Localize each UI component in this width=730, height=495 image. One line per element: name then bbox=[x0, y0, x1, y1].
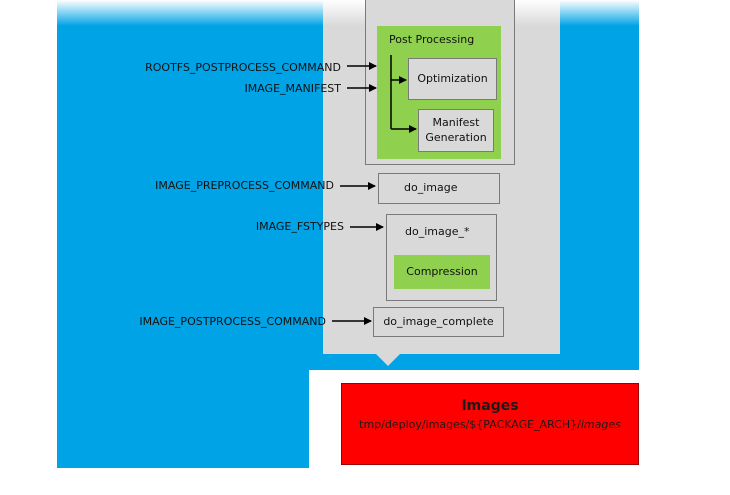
image-preprocess-command-label: IMAGE_PREPROCESS_COMMAND bbox=[155, 179, 334, 192]
optimization-box: Optimization bbox=[408, 58, 497, 100]
do-image-label: do_image bbox=[404, 181, 458, 194]
manifest-label-line1: Manifest bbox=[432, 115, 480, 129]
images-path: tmp/deploy/images/${PACKAGE_ARCH}/images bbox=[342, 418, 638, 431]
compression-box: Compression bbox=[394, 255, 490, 289]
manifest-label-line2: Generation bbox=[425, 130, 487, 144]
image-postprocess-command-label: IMAGE_POSTPROCESS_COMMAND bbox=[139, 315, 326, 328]
image-manifest-label: IMAGE_MANIFEST bbox=[244, 82, 341, 95]
manifest-generation-box: Manifest Generation bbox=[418, 109, 494, 152]
images-path-prefix: tmp/deploy/images/${PACKAGE_ARCH}/ bbox=[359, 418, 581, 431]
compression-label: Compression bbox=[406, 264, 478, 278]
do-image-complete-box: do_image_complete bbox=[373, 307, 504, 337]
rootfs-postprocess-command-label: ROOTFS_POSTPROCESS_COMMAND bbox=[145, 61, 341, 74]
image-fstypes-label: IMAGE_FSTYPES bbox=[255, 220, 344, 233]
optimization-label: Optimization bbox=[417, 71, 488, 85]
do-image-complete-label: do_image_complete bbox=[383, 314, 494, 328]
do-image-star-label: do_image_* bbox=[405, 225, 470, 238]
do-image-box: do_image bbox=[378, 173, 500, 204]
panel-pointer bbox=[376, 354, 400, 366]
post-processing-label: Post Processing bbox=[389, 33, 475, 46]
images-output-box: Images tmp/deploy/images/${PACKAGE_ARCH}… bbox=[341, 383, 639, 465]
images-path-suffix: images bbox=[580, 418, 621, 431]
images-title: Images bbox=[461, 398, 519, 414]
blue-background-lower bbox=[57, 370, 309, 468]
top-fade bbox=[57, 0, 639, 26]
